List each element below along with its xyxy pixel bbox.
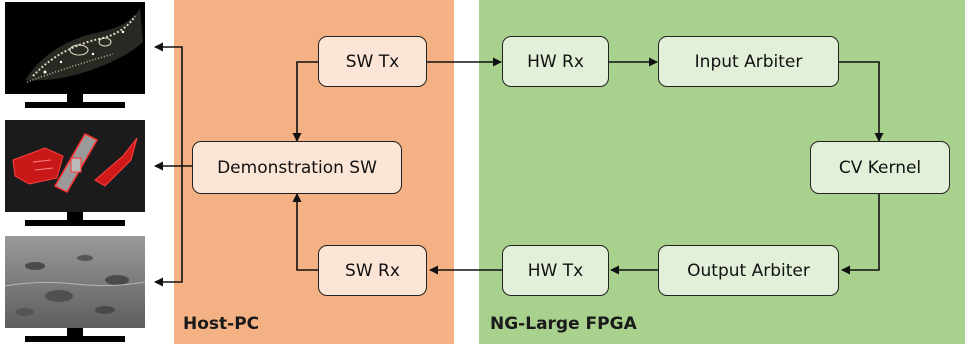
point-cloud-image — [5, 2, 145, 94]
input-arbiter-label: Input Arbiter — [694, 51, 803, 72]
cv-kernel-block: CV Kernel — [810, 141, 950, 194]
hw-tx-label: HW Tx — [527, 260, 584, 281]
sw-tx-label: SW Tx — [345, 51, 400, 72]
monitor-base — [25, 220, 125, 226]
monitor-stand — [67, 94, 83, 103]
point-cloud-screen — [5, 2, 145, 94]
fpga-label: NG-Large FPGA — [490, 314, 637, 334]
demonstration-sw-label: Demonstration SW — [217, 157, 377, 178]
monitor-stand — [67, 328, 83, 337]
output-arbiter-label: Output Arbiter — [687, 260, 810, 281]
segmentation-screen — [5, 120, 145, 212]
monitor-middle — [5, 120, 145, 228]
terrain-screen — [4, 236, 146, 328]
monitor-stand — [67, 212, 83, 221]
red-segmentation-image — [5, 120, 145, 212]
hw-rx-block: HW Rx — [502, 36, 609, 87]
lunar-terrain-image — [4, 236, 146, 328]
monitor-base — [25, 336, 125, 342]
sw-rx-label: SW Rx — [345, 260, 400, 281]
demonstration-sw-block: Demonstration SW — [192, 141, 402, 194]
hw-rx-label: HW Rx — [527, 51, 584, 72]
input-arbiter-block: Input Arbiter — [658, 36, 839, 87]
sw-rx-block: SW Rx — [318, 245, 427, 296]
host-pc-label: Host-PC — [183, 314, 260, 334]
hw-tx-block: HW Tx — [502, 245, 609, 296]
monitor-base — [25, 102, 125, 108]
monitor-bottom — [4, 236, 146, 344]
monitor-top — [5, 2, 145, 110]
sw-tx-block: SW Tx — [318, 36, 427, 87]
output-arbiter-block: Output Arbiter — [658, 245, 839, 296]
cv-kernel-label: CV Kernel — [838, 157, 922, 178]
